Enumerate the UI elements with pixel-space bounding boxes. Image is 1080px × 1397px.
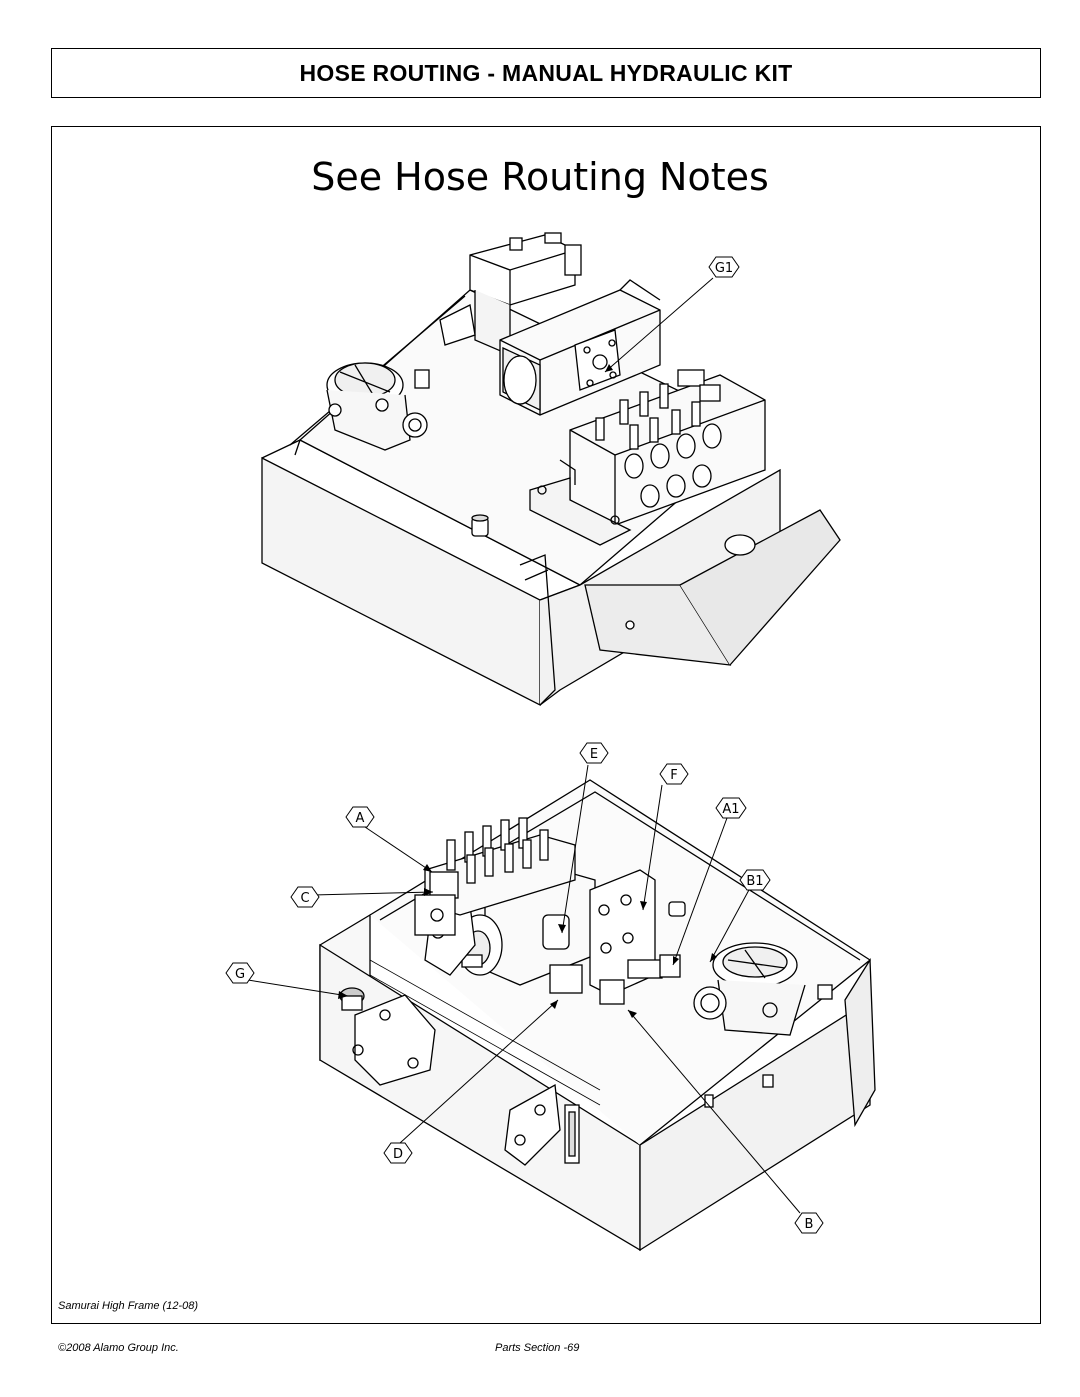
callout-g1: G1	[708, 256, 740, 278]
top-assembly-view	[261, 232, 841, 707]
title-box: HOSE ROUTING - MANUAL HYDRAULIC KIT	[51, 48, 1041, 98]
callout-a: A	[345, 806, 375, 828]
callout-a-label: A	[356, 811, 365, 826]
diagram-subtitle: See Hose Routing Notes	[311, 155, 769, 199]
valve-bank-bottom	[414, 817, 576, 936]
callout-e-label: E	[590, 747, 598, 762]
filter-head-top	[326, 362, 430, 451]
callout-a1: A1	[715, 797, 747, 819]
bottom-assembly-view	[247, 764, 876, 1252]
callout-c: C	[290, 886, 320, 908]
footer-model: Samurai High Frame (12-08)	[58, 1300, 198, 1312]
callout-b: B	[794, 1212, 824, 1234]
callout-g1-label: G1	[715, 261, 733, 276]
callout-a1-label: A1	[722, 802, 739, 817]
callout-g: G	[225, 962, 255, 984]
callout-g-label: G	[235, 967, 245, 982]
callout-d-label: D	[393, 1147, 403, 1162]
callout-f-label: F	[670, 768, 677, 783]
callout-b1-label: B1	[746, 874, 763, 889]
footer-copyright: ©2008 Alamo Group Inc.	[58, 1342, 179, 1354]
pump-top	[499, 279, 661, 416]
callout-d: D	[383, 1142, 413, 1164]
diagram-frame	[51, 126, 1041, 1324]
callout-b-label: B	[805, 1217, 814, 1232]
valve-bank-top	[529, 369, 766, 546]
callout-c-label: C	[300, 891, 309, 906]
callout-f: F	[659, 763, 689, 785]
callout-e: E	[579, 742, 609, 764]
callout-b1: B1	[739, 869, 771, 891]
page-title: HOSE ROUTING - MANUAL HYDRAULIC KIT	[299, 59, 793, 86]
callout-leaders	[247, 764, 801, 1214]
filter-head-bottom	[693, 942, 833, 1036]
solenoid-block-top	[439, 232, 582, 356]
valve-block-bottom	[549, 869, 681, 1005]
footer-page-number: Parts Section -69	[495, 1342, 580, 1354]
